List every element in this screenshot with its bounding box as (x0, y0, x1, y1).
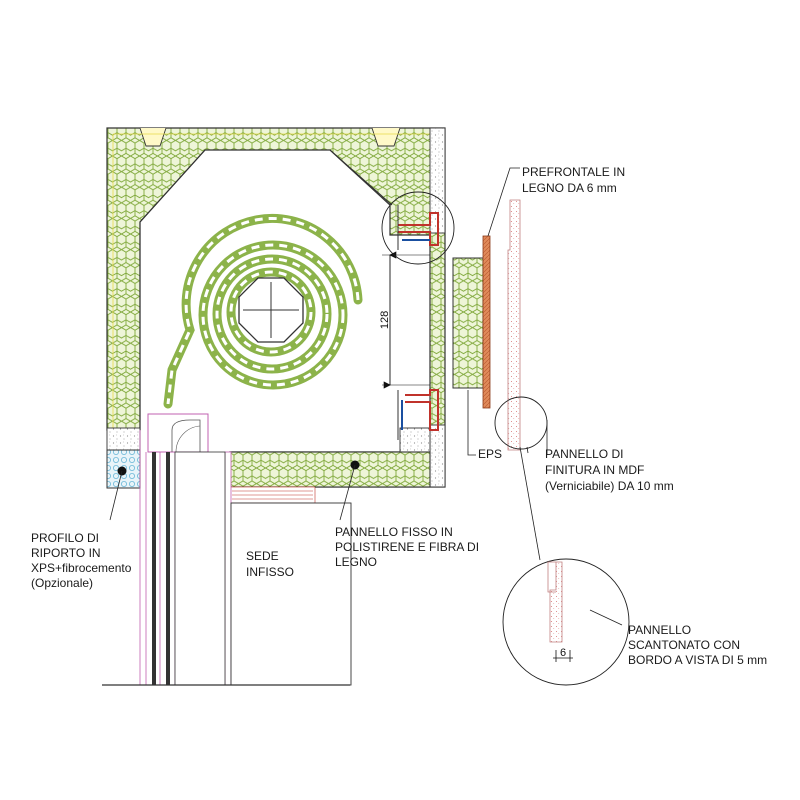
scantonato-detail: 6 (502, 558, 630, 686)
dimension-128: 128 (379, 251, 430, 389)
window-frame (102, 413, 352, 686)
upper-detail (381, 191, 455, 265)
profilo-label-1: PROFILO DI (31, 531, 99, 545)
sede-label-2: INFISSO (246, 565, 294, 579)
insulated-box (106, 127, 446, 504)
fisso-label-2: POLISTIRENE E FIBRA DI (335, 540, 479, 554)
leader-lines (109, 167, 623, 626)
eps-panel (452, 257, 484, 389)
prefrontale-label-1: PREFRONTALE IN (522, 165, 625, 179)
profilo-label-4: (Opzionale) (31, 576, 93, 590)
scantonato-label-3: BORDO A VISTA DI 5 mm (628, 653, 767, 667)
exploded-panels (452, 199, 548, 451)
profilo-label-3: XPS+fibrocemento (31, 561, 132, 575)
scantonato-label-1: PANNELLO (628, 623, 691, 637)
dimension-128-text: 128 (379, 311, 391, 329)
fisso-label-3: LEGNO (335, 555, 377, 569)
lower-detail (397, 389, 439, 440)
roller-rope-coil (163, 213, 363, 409)
mdf-panel (507, 199, 521, 451)
sede-label-1: SEDE (246, 549, 279, 563)
fisso-label-1: PANNELLO FISSO IN (335, 525, 453, 539)
xps-profile (106, 449, 141, 489)
prefrontale-panel (482, 235, 491, 409)
finitura-label-2: FINITURA IN MDF (545, 463, 644, 477)
eps-label: EPS (478, 447, 502, 461)
prefrontale-label-2: LEGNO DA 6 mm (522, 181, 617, 195)
labels: PREFRONTALE IN LEGNO DA 6 mm EPS PANNELL… (31, 165, 767, 667)
finitura-label-3: (Verniciabile) DA 10 mm (545, 479, 674, 493)
scantonato-label-2: SCANTONATO CON (628, 638, 740, 652)
dimension-6-text: 6 (560, 647, 566, 659)
finitura-label-1: PANNELLO DI (545, 447, 623, 461)
profilo-label-2: RIPORTO IN (31, 546, 101, 560)
